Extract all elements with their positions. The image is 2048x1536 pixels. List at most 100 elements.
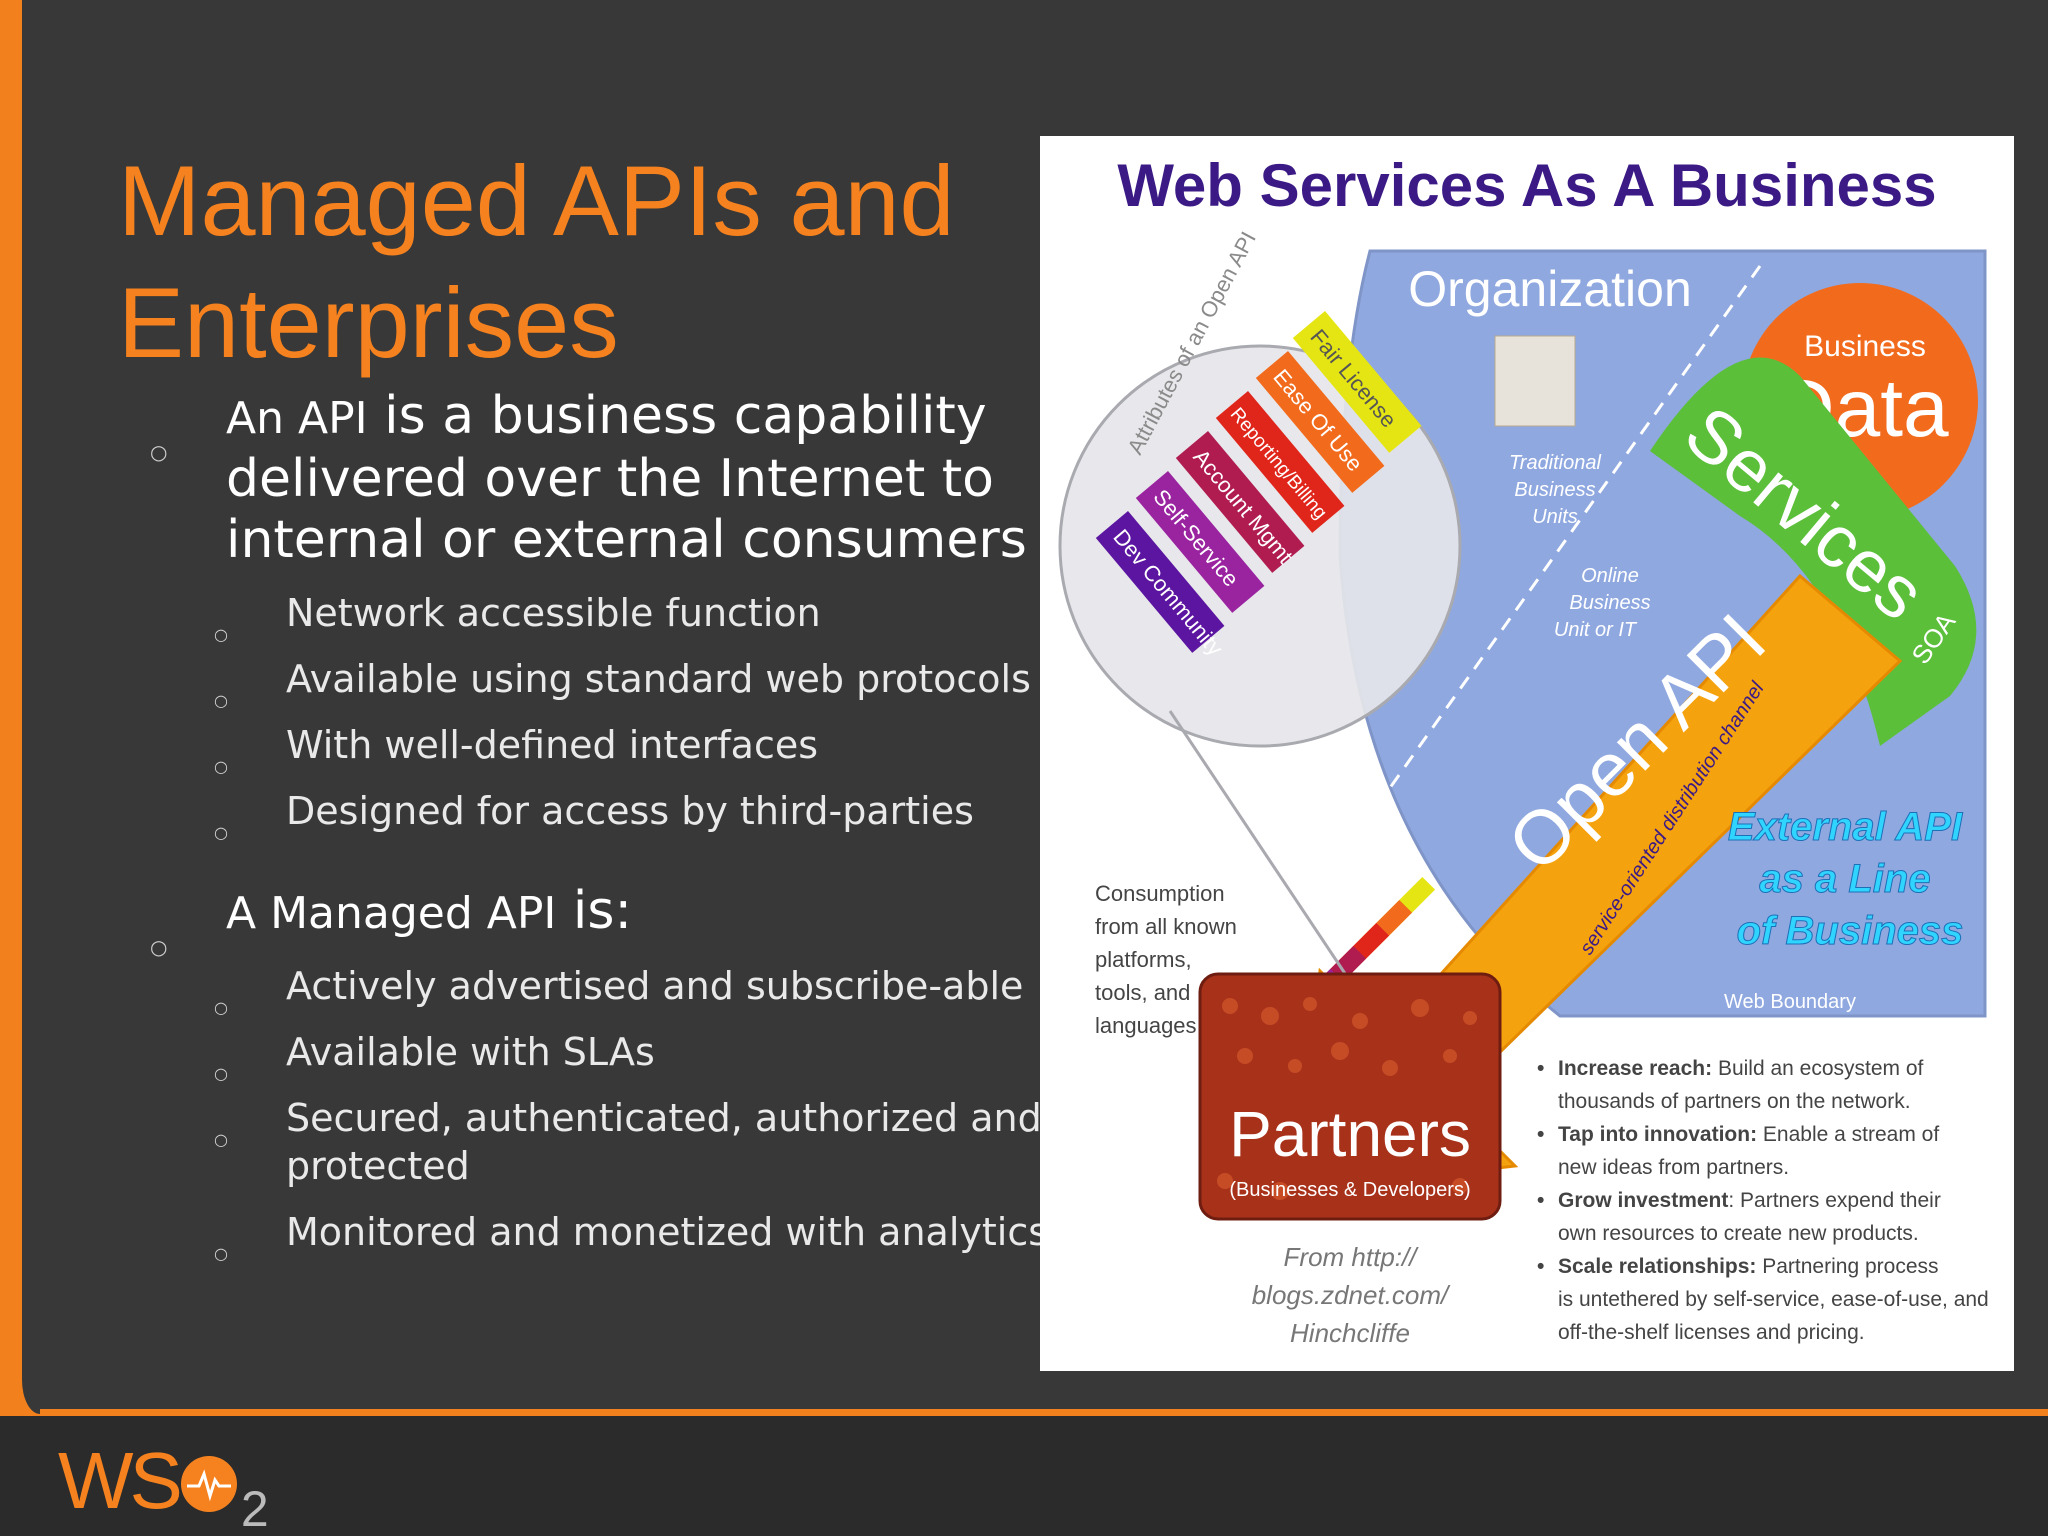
sub-bullet-marker: ○ [214, 823, 228, 842]
benefit-line: new ideas from partners. [1558, 1156, 1789, 1179]
sub-bullet-text: Secured, authenticated, authorized and p… [286, 1096, 1042, 1188]
svg-text:Tap into innovation: Enable a: Tap into innovation: Enable a stream of [1558, 1123, 1939, 1146]
source-line: From http:// [1284, 1242, 1420, 1272]
online-line: Unit or IT [1554, 619, 1638, 641]
business-label: Business [1804, 330, 1926, 363]
left-accent-bar [0, 0, 22, 1420]
sub-bullet-marker: ○ [214, 1064, 228, 1083]
logo-o-icon [180, 1456, 237, 1512]
slide-title: Managed APIs and Enterprises [118, 140, 1018, 384]
sub-bullet-marker: ○ [214, 998, 228, 1017]
benefits-list: • Increase reach: Build an ecosystem of … [1537, 1057, 1989, 1344]
stripe-account-mgmt [1175, 431, 1305, 573]
sub-bullet-marker: ○ [214, 757, 228, 776]
consumption-line: languages [1095, 1013, 1197, 1038]
consumption-line: platforms, [1095, 947, 1192, 972]
sub-bullet-text: With well-defined interfaces [286, 723, 819, 767]
sub-bullet-marker: ○ [214, 625, 228, 644]
benefit-head: Grow investment [1558, 1189, 1728, 1212]
sub-bullet-text: Monitored and monetized with analytics [286, 1210, 1049, 1254]
source-line: blogs.zdnet.com/ [1252, 1280, 1451, 1310]
organization-label: Organization [1408, 261, 1692, 317]
stripe-reporting-billing [1215, 391, 1345, 533]
bullet-lead: An API [226, 393, 368, 444]
benefit-line: thousands of partners on the network. [1558, 1090, 1911, 1113]
services-ribbon [1650, 357, 1977, 746]
building-icon [1494, 335, 1576, 427]
logo-subscript: 2 [240, 1481, 269, 1536]
external-line: as a Line [1759, 857, 1930, 901]
svg-text:•: • [1537, 1189, 1544, 1212]
consumption-line: Consumption [1095, 881, 1225, 906]
partners-sub-label: (Businesses & Developers) [1229, 1179, 1470, 1201]
sub-bullet-marker: ○ [214, 691, 228, 710]
benefit-line: is untethered by self-service, ease-of-u… [1558, 1288, 1989, 1311]
benefit-line: own resources to create new products. [1558, 1222, 1919, 1245]
online-line: Business [1569, 592, 1650, 614]
sub-bullet-marker: ○ [214, 1130, 228, 1149]
traditional-units-label: Traditional Business Units [1509, 452, 1601, 528]
stripe-self-service [1135, 471, 1265, 613]
sub-bullet-text: Actively advertised and subscribe-able [286, 964, 1024, 1008]
svg-text:•: • [1537, 1255, 1544, 1278]
sub-bullet: ○ Secured, authenticated, authorized and … [150, 1094, 1050, 1190]
wso2-logo: WS 2 [58, 1435, 269, 1536]
svg-text:Grow investment: Partners expe: Grow investment: Partners expend their [1558, 1189, 1941, 1212]
external-line: External API [1728, 805, 1963, 849]
svg-text:•: • [1537, 1057, 1544, 1080]
consumption-line: tools, and [1095, 980, 1190, 1005]
source-credit: From http:// blogs.zdnet.com/ Hinchcliff… [1252, 1242, 1451, 1348]
bullet-text: is: [556, 881, 632, 941]
footer-bar [0, 1416, 2048, 1536]
benefit-text: : Partners expend their [1728, 1189, 1940, 1212]
external-api-label: External API as a Line of Business [1727, 805, 1964, 954]
sub-bullet: ○ Network accessible function [150, 589, 1050, 644]
stripe-dev-community [1095, 511, 1225, 653]
traditional-line: Traditional [1509, 452, 1601, 474]
traditional-line: Business [1514, 479, 1595, 501]
consumption-label: Consumption from all known platforms, to… [1095, 881, 1237, 1038]
benefit-head: Scale relationships: [1558, 1255, 1756, 1278]
sub-bullet: ○ Available using standard web protocols [150, 655, 1050, 710]
bullet-marker: ○ [150, 935, 168, 959]
title-line-1: Managed APIs and [118, 145, 955, 256]
sub-bullet-text: Network accessible function [286, 591, 821, 635]
bullet-text: is a business capability delivered over … [226, 386, 1027, 570]
sub-bullet: ○ Monitored and monetized with analytics [150, 1208, 1050, 1263]
sub-bullet: ○ Designed for access by third-parties [150, 787, 1050, 842]
sub-bullet-text: Available with SLAs [286, 1030, 655, 1074]
benefit-text: Build an ecosystem of [1712, 1057, 1923, 1080]
sub-bullet-text: Designed for access by third-parties [286, 789, 974, 833]
sub-bullet-marker: ○ [214, 1244, 228, 1263]
logo-text: WS [58, 1436, 183, 1525]
bullet-list: ○ An API is a business capability delive… [150, 386, 1050, 1263]
bullet-api-definition: ○ An API is a business capability delive… [150, 386, 1050, 571]
online-unit-label: Online Business Unit or IT [1554, 565, 1651, 641]
svg-text:Scale relationships: Partnerin: Scale relationships: Partnering process [1558, 1255, 1939, 1278]
web-boundary-label: Web Boundary [1724, 991, 1856, 1013]
external-line: of Business [1737, 909, 1964, 953]
consumption-line: from all known [1095, 914, 1237, 939]
sub-bullet: ○ Available with SLAs [150, 1028, 1050, 1083]
online-line: Online [1581, 565, 1639, 587]
svg-text:•: • [1537, 1123, 1544, 1146]
title-line-2: Enterprises [118, 267, 619, 378]
bullet-managed-api: ○ A Managed API is: [150, 881, 1050, 959]
partners-label: Partners [1229, 1098, 1471, 1170]
svg-text:Increase reach: Build an ecosy: Increase reach: Build an ecosystem of [1558, 1057, 1924, 1080]
partners-crowd-image [1198, 972, 1502, 1221]
benefit-text: Enable a stream of [1757, 1123, 1939, 1146]
benefit-head: Tap into innovation: [1558, 1123, 1757, 1146]
crowd-texture [1217, 997, 1477, 1200]
benefit-head: Increase reach: [1558, 1057, 1712, 1080]
sub-bullet: ○ Actively advertised and subscribe-able [150, 962, 1050, 1017]
footer-divider [40, 1409, 2048, 1416]
diagram-heading: Web Services As A Business [1117, 152, 1936, 219]
sub-bullet-text: Available using standard web protocols [286, 657, 1031, 701]
benefit-text: Partnering process [1756, 1255, 1938, 1278]
bullet-lead: A Managed API [226, 888, 557, 939]
stripe-ease-of-use [1255, 351, 1385, 493]
source-line: Hinchcliffe [1290, 1318, 1410, 1348]
bullet-marker: ○ [150, 440, 168, 464]
